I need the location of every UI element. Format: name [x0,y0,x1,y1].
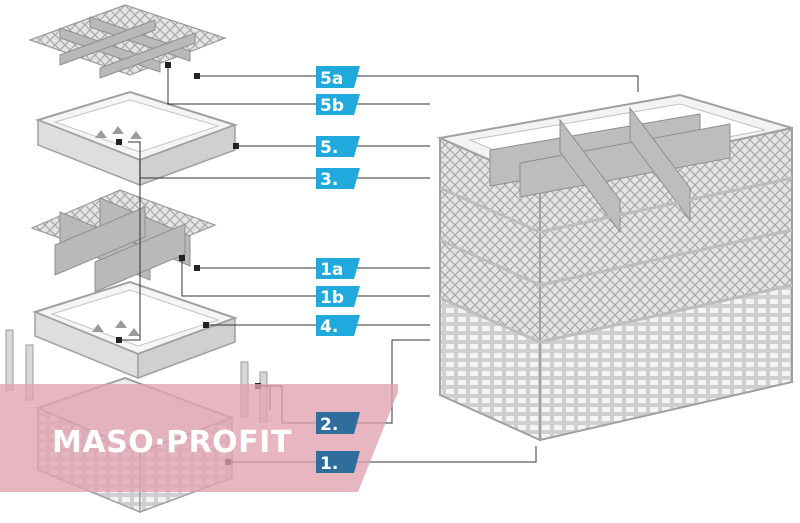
badge-3-shape [316,168,360,189]
extender-frame-lower [32,280,238,380]
badge-1-label: 1. [320,454,338,474]
badge-4-shape [316,315,360,336]
badge-1: 1. [316,451,360,474]
badge-5a-shape [316,66,360,88]
badge-5-label: 5. [320,138,338,158]
badge-5-shape [316,136,360,157]
assembled-rack [436,93,793,442]
badge-5a-label: 5a [320,69,343,89]
badge-2-label: 2. [320,415,338,435]
watermark-text: MASO·PROFIT [52,425,292,460]
badge-3-label: 3. [320,170,338,190]
divider-insert-upper [28,4,227,79]
badge-5a: 5a [316,66,360,89]
badge-1-shape [316,451,360,473]
badge-3: 3. [316,168,360,190]
extender-frame-upper [34,90,239,187]
badge-1a-label: 1a [320,260,343,280]
divider-insert-lower [30,189,217,293]
badge-5b-shape [316,94,360,115]
badge-1b: 1b [316,286,360,308]
badge-1a: 1a [316,258,360,280]
badge-5: 5. [316,136,360,158]
badge-5b-label: 5b [320,96,344,116]
watermark: MASO·PROFIT [0,384,398,492]
badge-5b: 5b [316,94,360,116]
badge-1b-shape [316,286,360,307]
badge-1a-shape [316,258,360,279]
badge-4: 4. [316,315,360,337]
badge-1b-label: 1b [320,288,344,308]
badge-2: 2. [316,412,360,435]
badge-4-label: 4. [320,317,338,337]
badge-2-shape [316,412,360,434]
